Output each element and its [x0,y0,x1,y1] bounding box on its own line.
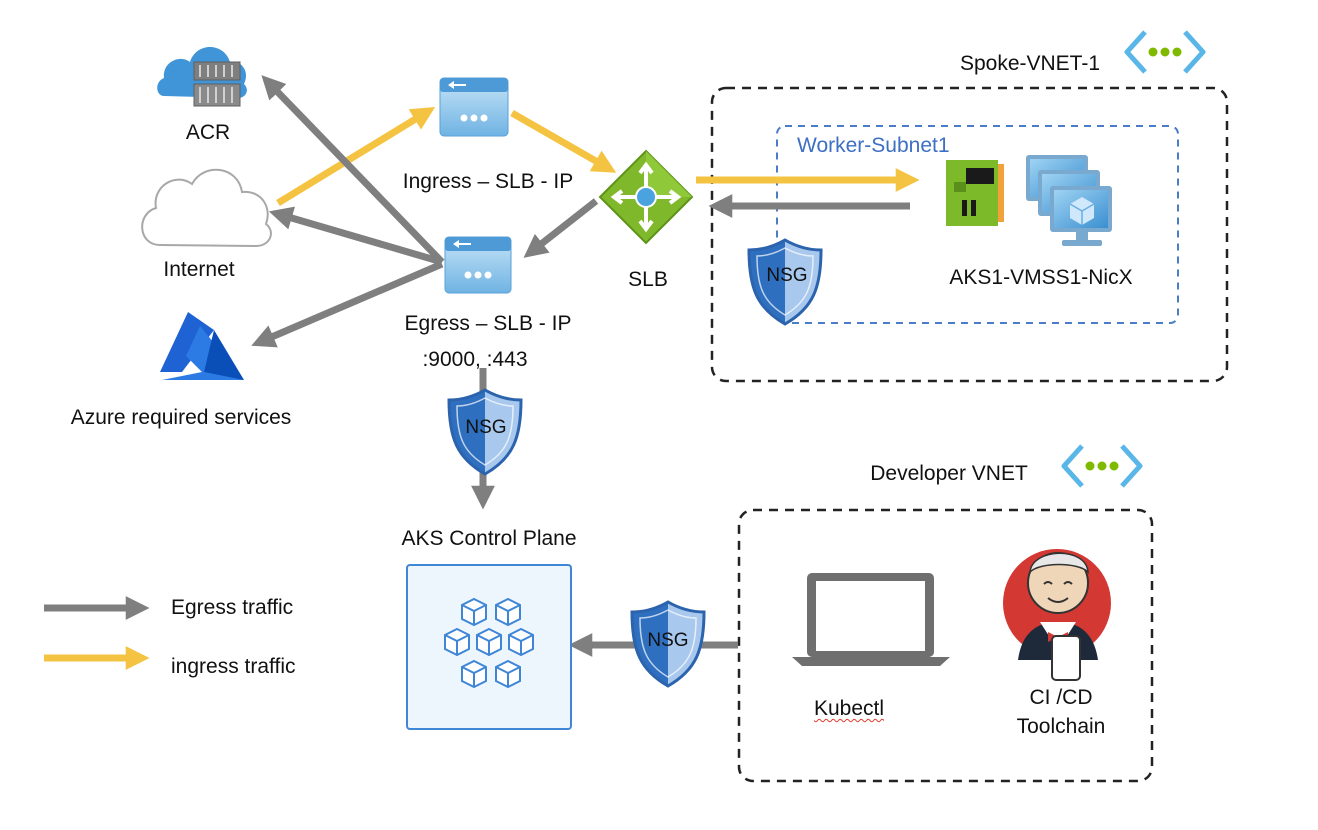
vnet-icon [1061,444,1143,488]
internet-label: Internet [163,258,235,281]
developer-vnet-label: Developer VNET [870,462,1028,485]
developer-vnet-box [737,508,1154,783]
cloud-icon [141,168,272,248]
legend-egress-label: Egress traffic [171,596,294,619]
kubectl-label: Kubectl [813,697,885,720]
cicd-label-line1: CI /CD [1029,686,1093,709]
azure-logo-icon [160,312,244,380]
arrow-egress-to-azure-services [251,260,444,348]
nsg-label-egress: NSG [465,417,507,438]
cicd-label-line2: Toolchain [1016,715,1106,738]
vnet-icon [1124,30,1206,74]
spoke-vnet-box [710,86,1229,383]
nsg-label-spoke: NSG [766,265,808,286]
vmss-label: AKS1-VMSS1-NicX [949,266,1133,289]
arrow-internet-to-ingress-ip [276,107,436,206]
vm-scale-set-icon [1026,155,1112,246]
azure-services-label: Azure required services [70,406,292,429]
egress-ports-label: :9000, :443 [422,348,528,371]
arrow-egress-to-internet [268,206,443,266]
public-ip-icon [444,236,512,294]
acr-label: ACR [185,121,231,144]
load-balancer-icon [598,149,694,245]
egress-ip-label: Egress – SLB - IP [404,312,572,335]
nsg-label-dev: NSG [647,630,689,651]
laptop-icon [792,573,950,666]
jenkins-icon [1003,549,1111,681]
legend-ingress-label: ingress traffic [171,655,296,678]
arrow-ingress-ip-to-slb [510,109,617,173]
slb-label: SLB [628,268,668,291]
arrow-egress-to-acr [261,75,445,265]
ingress-ip-label: Ingress – SLB - IP [402,170,574,193]
control-plane-label: AKS Control Plane [401,527,577,550]
nic-icon [946,160,1004,226]
worker-subnet-box [776,125,1179,324]
worker-subnet-label: Worker-Subnet1 [797,134,950,157]
public-ip-icon [439,77,509,137]
arrow-slb-to-egress-ip [523,198,599,258]
container-registry-icon [157,47,247,107]
spoke-vnet-label: Spoke-VNET-1 [959,52,1101,75]
